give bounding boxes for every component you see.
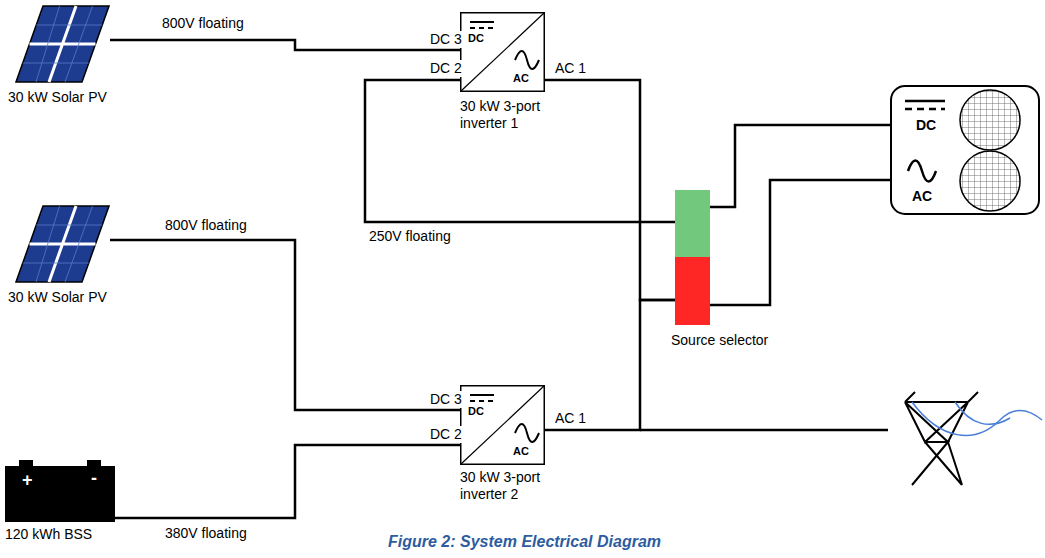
wire	[710, 125, 890, 207]
port-label: DC 3	[428, 391, 464, 408]
voltage-label: 380V floating	[163, 525, 249, 542]
panel-label: 30 kW Solar PV	[8, 289, 107, 306]
wire	[110, 240, 460, 410]
solar-pv-array: 30 kW Solar PV	[0, 5, 132, 112]
inverter-label: 30 kW 3-port inverter 1	[460, 98, 575, 132]
port-label: AC 1	[553, 410, 588, 427]
wire	[545, 80, 675, 300]
dc-symbol-text: DC	[468, 32, 484, 44]
battery-symbol	[5, 460, 115, 522]
inverter-box	[460, 12, 545, 92]
inverter-block: DC AC 30 kW 3-port inverter 1	[455, 12, 582, 144]
inverter-block: DC AC 30 kW 3-port inverter 2	[455, 385, 582, 512]
wire	[545, 300, 675, 430]
figure-caption: Figure 2: System Electrical Diagram	[388, 533, 661, 551]
heat-pump: DC AC	[890, 85, 1042, 217]
selector-label: Source selector	[671, 332, 768, 349]
power-lines	[912, 402, 1042, 435]
solar-panel	[15, 5, 110, 83]
dc-symbol-text: DC	[468, 405, 484, 417]
wire	[110, 40, 460, 50]
source-selector: Source selector	[665, 190, 807, 357]
voltage-label: 800V floating	[160, 15, 246, 32]
port-label: DC 2	[428, 60, 464, 77]
port-label: DC 2	[428, 426, 464, 443]
solar-panel	[15, 205, 110, 283]
port-label: DC 3	[428, 31, 464, 48]
wire	[365, 80, 675, 222]
solar-pv-array: 30 kW Solar PV	[0, 205, 132, 312]
wire	[115, 445, 460, 518]
battery-storage: + - 120 kWh BSS	[0, 458, 132, 552]
port-label: AC 1	[553, 60, 588, 77]
terminal-plus: +	[22, 472, 33, 489]
panel-label: 30 kW Solar PV	[8, 89, 107, 106]
ac-symbol-text: AC	[513, 445, 529, 457]
dc-input-text: DC	[916, 117, 936, 134]
inverter-box	[460, 385, 545, 465]
wire	[710, 180, 890, 305]
ac-symbol-text: AC	[513, 72, 529, 84]
voltage-label: 250V floating	[367, 228, 453, 245]
terminal-minus: -	[91, 470, 97, 487]
battery-label: 120 kWh BSS	[5, 526, 92, 543]
inverter-label: 30 kW 3-port inverter 2	[460, 469, 575, 503]
voltage-label: 800V floating	[163, 217, 249, 234]
grid-wire	[640, 429, 888, 432]
ac-input-text: AC	[912, 188, 932, 205]
selector-switch	[675, 190, 710, 325]
